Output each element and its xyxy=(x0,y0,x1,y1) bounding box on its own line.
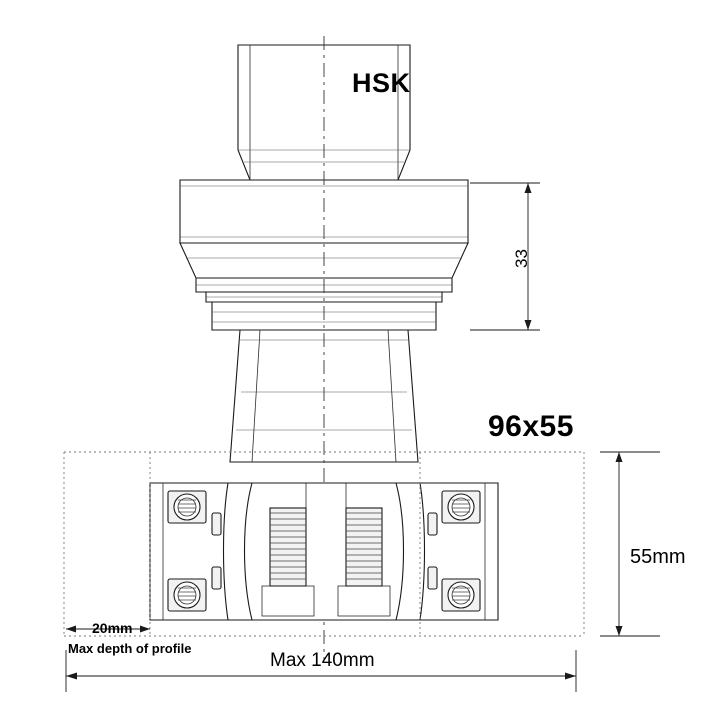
insert-holder-left xyxy=(261,507,315,617)
clamp-right-top xyxy=(427,512,438,536)
max-envelope-dotted xyxy=(63,451,585,637)
cutter-head xyxy=(149,482,499,621)
clamp-left-bottom xyxy=(211,566,222,590)
dimension-33-label: 33 xyxy=(512,249,531,268)
hsk-label: HSK xyxy=(352,68,411,98)
max-depth-note: Max depth of profile xyxy=(68,641,192,656)
clamp-left-top xyxy=(211,512,222,536)
screw-bottom-right xyxy=(441,578,481,612)
screw-top-left xyxy=(167,490,207,524)
screw-bottom-left xyxy=(167,578,207,612)
dimension-55mm-label: 55mm xyxy=(630,546,686,568)
head-size-label: 96x55 xyxy=(488,410,574,443)
dimension-33 xyxy=(470,182,540,331)
dimension-20mm xyxy=(66,625,150,633)
dimension-55mm xyxy=(600,451,660,637)
dimension-max-140mm xyxy=(65,650,577,692)
dimension-max-140mm-label: Max 140mm xyxy=(270,650,375,671)
clamp-right-bottom xyxy=(427,566,438,590)
insert-holder-right xyxy=(337,507,391,617)
screw-top-right xyxy=(441,490,481,524)
dimension-20mm-label: 20mm xyxy=(92,620,133,636)
